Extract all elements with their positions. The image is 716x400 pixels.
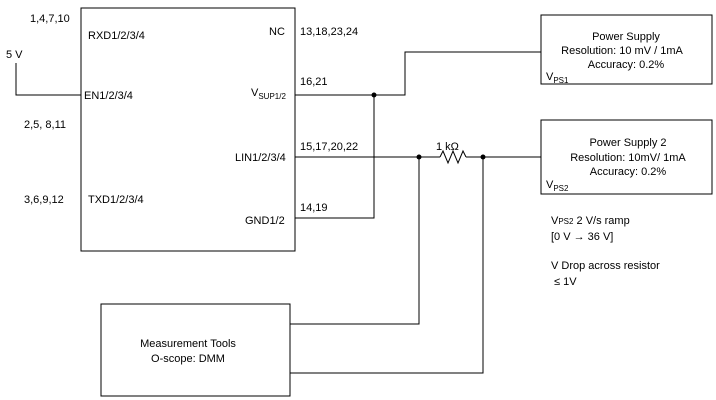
ps2-resolution: Resolution: 10mV/ 1mA: [570, 152, 686, 164]
vsup-wire: [295, 51, 541, 96]
ps1-tag: VPS1: [546, 71, 569, 85]
pins-en: 2,5, 8,11: [24, 119, 66, 131]
junction-lin-left: [416, 154, 422, 160]
ramp-note: VPS2 2 V/s ramp: [551, 215, 630, 227]
ps1-accuracy: Accuracy: 0.2%: [588, 59, 665, 71]
pins-gnd: 14,19: [300, 202, 328, 214]
ps2-tag: VPS2: [546, 179, 569, 193]
junction-lin-right: [480, 154, 486, 160]
power-supply-1-box: [540, 14, 713, 85]
junction-vsup: [371, 92, 377, 98]
en-label: EN1/2/3/4: [84, 90, 133, 102]
transceiver-box: [80, 7, 296, 252]
measurement-title: Measurement Tools: [140, 338, 236, 350]
pins-txd: 3,6,9,12: [24, 194, 64, 206]
probe-wire-2: [290, 157, 484, 374]
pins-rxd: 1,4,7,10: [30, 13, 70, 25]
gnd-label: GND1/2: [245, 215, 285, 227]
drop-note-1: V Drop across resistor: [551, 260, 660, 272]
drop-note-2: ≤ 1V: [554, 276, 577, 288]
pins-vsup: 16,21: [300, 76, 328, 88]
gnd-wire: [295, 95, 375, 219]
pins-lin: 15,17,20,22: [300, 141, 358, 153]
pins-nc: 13,18,23,24: [300, 26, 358, 38]
nc-label: NC: [269, 26, 285, 38]
ps2-accuracy: Accuracy: 0.2%: [590, 166, 667, 178]
range-note: [0 V → 36 V]: [551, 231, 613, 243]
ps1-title: Power Supply: [592, 31, 660, 43]
measurement-tools-box: [100, 303, 291, 397]
resistor-label: 1 kΩ: [436, 141, 459, 153]
probe-wire-1: [290, 157, 420, 325]
en-5v-wire: [15, 63, 81, 96]
5v-label: 5 V: [6, 49, 23, 61]
rxd-label: RXD1/2/3/4: [88, 30, 145, 42]
txd-label: TXD1/2/3/4: [88, 194, 144, 206]
lin-label: LIN1/2/3/4: [235, 152, 286, 164]
power-supply-2-box: [540, 119, 713, 195]
vsup-label: VSUP1/2: [251, 87, 286, 101]
measurement-subtitle: O-scope: DMM: [151, 353, 225, 365]
resistor-1k: [439, 149, 467, 165]
ps1-resolution: Resolution: 10 mV / 1mA: [561, 45, 683, 57]
ps2-title: Power Supply 2: [589, 137, 666, 149]
